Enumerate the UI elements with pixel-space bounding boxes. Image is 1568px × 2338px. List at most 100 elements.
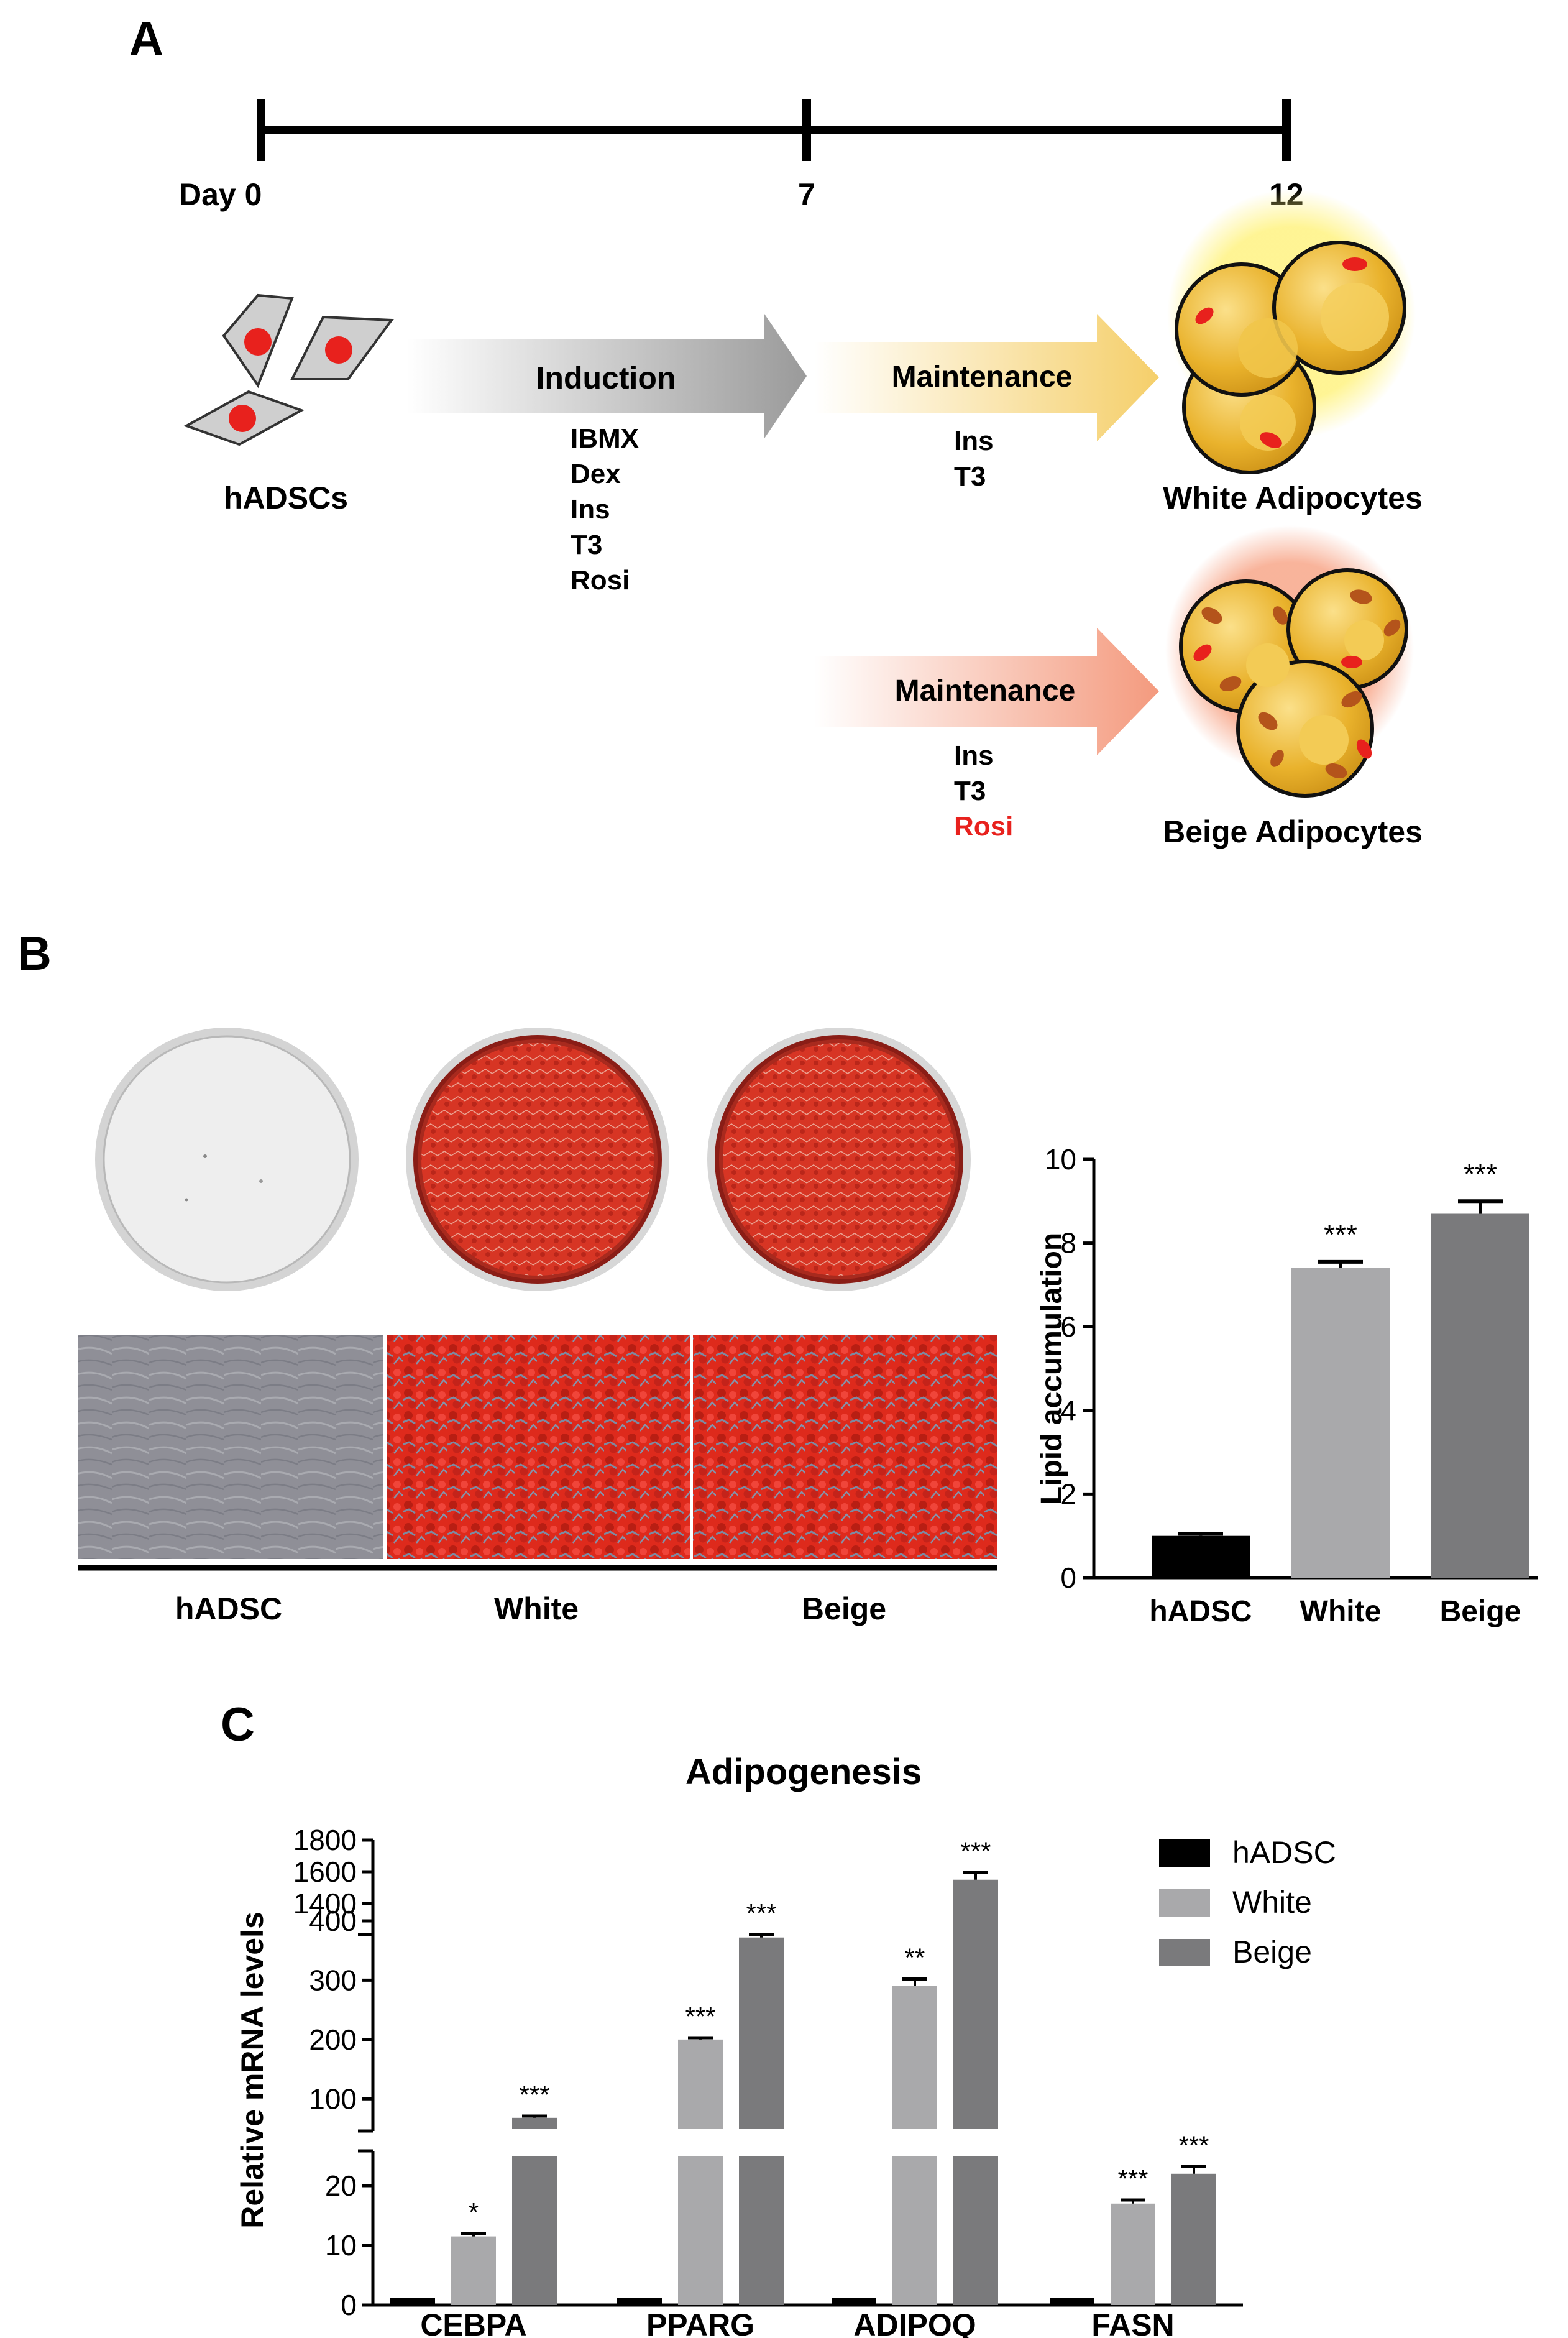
y-tick-label: 8 (1060, 1227, 1076, 1259)
y-tick-label: 100 (309, 2083, 357, 2115)
legend-swatch (1159, 1939, 1210, 1966)
x-tick-label: CEBPA (420, 2308, 526, 2338)
y-tick-label: 400 (309, 1905, 357, 1937)
induction-item: Ins (571, 494, 610, 525)
bar (1152, 1535, 1250, 1578)
x-tick-label: hADSC (1149, 1595, 1252, 1628)
y-tick-label: 0 (1060, 1562, 1076, 1594)
induction-ingredients: IBMX Dex Ins T3 Rosi (571, 423, 639, 596)
y-tick-label: 200 (309, 2023, 357, 2056)
micrograph-label-hadsc: hADSC (175, 1591, 282, 1626)
bar (451, 2236, 496, 2305)
legend-swatch (1159, 1889, 1210, 1917)
significance-label: *** (1464, 1157, 1497, 1190)
maintenance-white-ingredients: Ins T3 (954, 426, 994, 492)
bar (1291, 1268, 1390, 1578)
maintenance-white-item: Ins (954, 426, 994, 456)
bar (390, 2299, 435, 2305)
significance-label: * (469, 2198, 479, 2227)
timeline: Day 0 7 12 (179, 99, 1304, 212)
bar-segment (678, 2039, 723, 2129)
significance-label: *** (685, 2002, 715, 2031)
bar-segment (512, 2117, 557, 2129)
bar (512, 2156, 557, 2305)
maintenance-white-arrow: Maintenance (814, 314, 1159, 441)
hadscs-label: hADSCs (224, 481, 348, 515)
y-tick-label: 4 (1060, 1394, 1076, 1427)
legend-label: White (1232, 1885, 1312, 1920)
bar (1171, 2173, 1216, 2305)
bar (1050, 2299, 1094, 2305)
timeline-day7-label: 7 (798, 177, 815, 212)
y-tick-label: 1600 (293, 1856, 357, 1888)
y-tick-label: 2 (1060, 1478, 1076, 1510)
y-tick-label: 20 (325, 2170, 357, 2202)
bar (832, 2299, 876, 2305)
micrograph-label-beige: Beige (802, 1591, 886, 1626)
significance-label: *** (519, 2080, 549, 2109)
maintenance-beige-arrow: Maintenance (814, 628, 1159, 755)
x-tick-label: Beige (1440, 1595, 1521, 1628)
y-tick-label: 10 (325, 2229, 357, 2262)
y-tick-label: 10 (1045, 1143, 1076, 1176)
y-tick-label: 1800 (293, 1824, 357, 1856)
x-tick-label: ADIPOQ (853, 2308, 976, 2338)
significance-label: *** (1117, 2164, 1148, 2193)
significance-label: ** (905, 1943, 925, 1972)
maintenance-white-item: T3 (954, 461, 986, 492)
bar (678, 2156, 723, 2305)
timeline-day0-label: Day 0 (179, 177, 262, 212)
y-tick-label: 6 (1060, 1310, 1076, 1343)
beige-adipocytes-illustration (1165, 525, 1414, 798)
maintenance-beige-item: Ins (954, 740, 994, 771)
significance-label: *** (1324, 1218, 1357, 1251)
significance-label: *** (746, 1898, 776, 1928)
maintenance-white-title: Maintenance (892, 361, 1073, 394)
culture-dish-white (406, 1028, 669, 1291)
beige-adipocytes-label: Beige Adipocytes (1163, 814, 1423, 849)
bar (617, 2299, 662, 2305)
panel-a-label: A (129, 12, 163, 65)
panel-c-label: C (221, 1698, 255, 1751)
micrograph-hadsc (78, 1335, 383, 1559)
bar (739, 2156, 784, 2305)
induction-item: IBMX (571, 423, 639, 454)
bar (1111, 2203, 1155, 2305)
bar-segment (739, 1937, 784, 2129)
micrograph-beige (693, 1335, 997, 1559)
induction-title: Induction (536, 361, 676, 395)
legend-label: hADSC (1232, 1835, 1336, 1870)
adipogenesis-chart: Adipogenesis 0 10 20 100 200 300 40014001600180… (235, 1752, 1336, 2338)
bar-segment (892, 1986, 937, 2129)
hadsc-cells-illustration (183, 293, 394, 446)
significance-label: *** (1178, 2130, 1209, 2160)
induction-item: T3 (571, 530, 602, 560)
maintenance-beige-ingredients: Ins T3 Rosi (954, 740, 1013, 842)
significance-label: *** (960, 1836, 991, 1866)
y-tick-label: 1400 (293, 1887, 357, 1920)
lipid-accumulation-chart: 0 2 4 6 8 10 hADSC *** White *** Beige Lipid accumu… (1035, 1143, 1538, 1628)
x-tick-label: FASN (1091, 2308, 1174, 2338)
x-tick-label: White (1300, 1595, 1382, 1628)
y-tick-label: 0 (341, 2289, 357, 2321)
white-adipocytes-label: White Adipocytes (1163, 481, 1423, 515)
induction-item: Dex (571, 459, 621, 489)
bar (1431, 1213, 1529, 1578)
y-axis-label: Relative mRNA levels (235, 1912, 270, 2229)
induction-arrow: Induction (407, 314, 807, 438)
y-tick-label: 300 (309, 1964, 357, 1996)
chart-title: Adipogenesis (685, 1752, 922, 1792)
bar (953, 2156, 998, 2305)
culture-dish-hadsc (95, 1028, 359, 1291)
induction-item: Rosi (571, 565, 630, 596)
micrograph-label-white: White (494, 1591, 579, 1626)
bar-segment (953, 1879, 998, 1935)
maintenance-beige-title: Maintenance (895, 674, 1076, 707)
maintenance-beige-rosi-item: Rosi (954, 811, 1013, 842)
bar (892, 2156, 937, 2305)
y-axis-label: Lipid accumulation (1035, 1233, 1068, 1504)
x-tick-label: PPARG (646, 2308, 754, 2338)
white-adipocytes-illustration (1167, 190, 1416, 474)
bar-segment (953, 1921, 998, 2129)
